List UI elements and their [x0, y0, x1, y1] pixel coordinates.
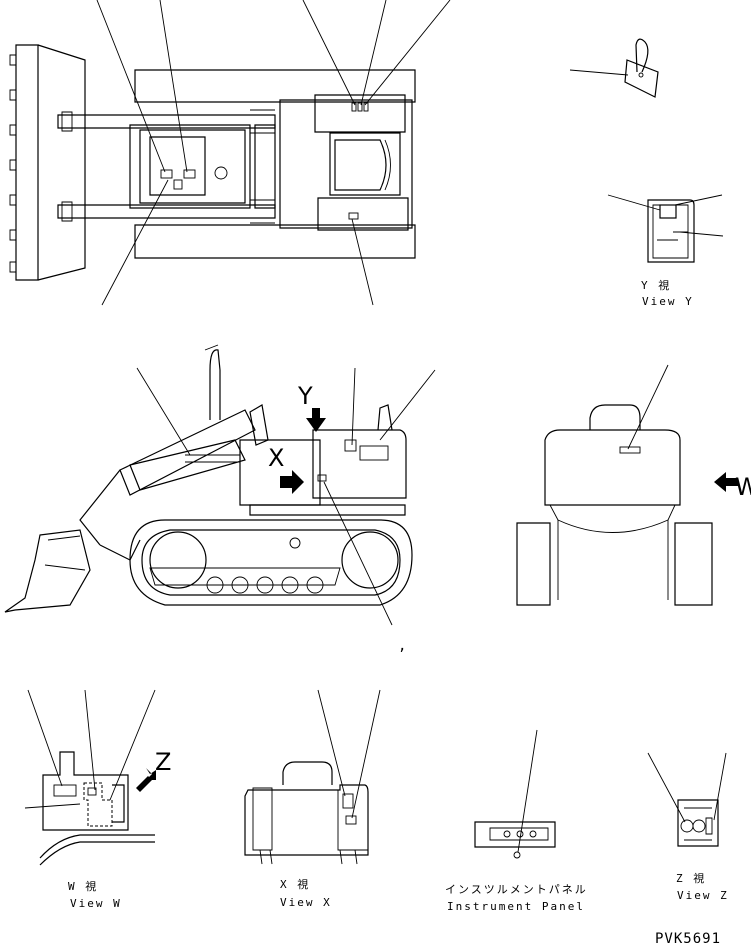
key-detail — [569, 38, 659, 98]
drawing-code: PVK5691 — [655, 931, 721, 947]
panel-jp-label: インスツルメントパネル — [445, 883, 588, 896]
view-w-en-label: View W — [70, 897, 122, 910]
panel-en-label: Instrument Panel — [447, 900, 585, 913]
instrument-panel: インスツルメントパネル Instrument Panel — [445, 729, 588, 913]
view-x: X 視 View X — [244, 689, 381, 909]
view-w-jp-label: W 視 — [68, 879, 98, 893]
arrow-w-label: W — [735, 473, 751, 501]
arrow-z-label: Z — [155, 748, 171, 776]
top-view — [9, 0, 451, 306]
side-view: Y X , — [4, 344, 436, 654]
view-z-en-label: View Z — [677, 889, 729, 902]
view-w: Z W 視 View W — [24, 689, 171, 910]
rear-view: W — [516, 364, 751, 606]
view-y-en-label: View Y — [642, 295, 694, 308]
arrow-x-label: X — [268, 444, 284, 472]
view-x-jp-label: X 視 — [280, 877, 310, 891]
view-y: Y 視 View Y — [607, 194, 724, 308]
view-z-jp-label: Z 視 — [676, 871, 706, 885]
view-x-en-label: View X — [280, 896, 332, 909]
view-y-jp-label: Y 視 — [641, 278, 671, 292]
view-z: Z 視 View Z — [647, 752, 729, 902]
arrow-y-label: Y — [297, 382, 313, 410]
stray-mark: , — [398, 638, 407, 654]
